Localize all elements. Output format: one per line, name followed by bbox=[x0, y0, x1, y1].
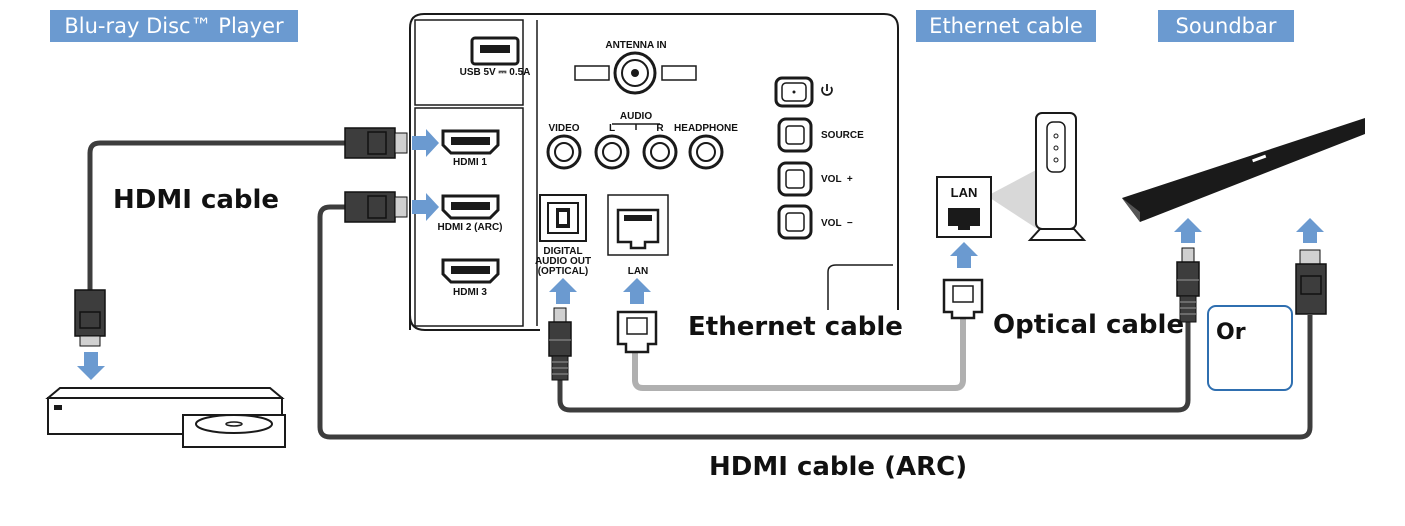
arrow-up-icon bbox=[950, 242, 978, 268]
router-lan-label: LAN bbox=[951, 185, 978, 200]
hdmi2-label: HDMI 2 (ARC) bbox=[438, 222, 503, 233]
bluray-player-device bbox=[45, 387, 286, 448]
arrow-up-icon bbox=[549, 278, 577, 304]
video-jack bbox=[546, 134, 582, 170]
digital-audio-out-label-2: AUDIO OUT bbox=[535, 256, 591, 267]
power-icon bbox=[821, 84, 833, 96]
antenna-in-label: ANTENNA IN bbox=[605, 40, 666, 51]
arrow-up-icon bbox=[1296, 218, 1324, 243]
vol-minus-label: VOL − bbox=[821, 218, 853, 229]
hdmi3-port bbox=[441, 258, 500, 284]
hdmi-plug-1 bbox=[344, 127, 408, 159]
audio-r-jack bbox=[642, 134, 678, 170]
optical-cable-label: Optical cable bbox=[993, 310, 1185, 340]
usb-label: USB 5V ⎓ 0.5A bbox=[460, 67, 531, 78]
power-button bbox=[774, 76, 814, 108]
tv-back-panel bbox=[409, 13, 899, 331]
source-button bbox=[777, 117, 813, 153]
arrow-down-icon bbox=[77, 352, 105, 380]
digital-audio-out-label-1: DIGITAL bbox=[543, 246, 582, 257]
digital-audio-out-label-3: (OPTICAL) bbox=[538, 266, 589, 277]
hdmi-plug-soundbar bbox=[1295, 249, 1327, 315]
ethernet-cable-label: Ethernet cable bbox=[688, 312, 903, 342]
hdmi2-port bbox=[441, 194, 500, 220]
optical-port bbox=[539, 194, 587, 242]
optical-plug-tv bbox=[548, 307, 572, 381]
tv-lan-label: LAN bbox=[628, 266, 649, 277]
tv-lan-port bbox=[607, 194, 669, 256]
optical-plug-soundbar bbox=[1176, 247, 1200, 323]
or-label: Or bbox=[1216, 320, 1246, 345]
arrow-up-icon bbox=[1174, 218, 1202, 243]
hdmi1-label: HDMI 1 bbox=[453, 157, 487, 168]
arrow-right-icon bbox=[412, 129, 439, 157]
headphone-label: HEADPHONE bbox=[674, 123, 738, 134]
hdmi-cable-arc bbox=[317, 204, 1313, 440]
hdmi-plug-bluray bbox=[74, 289, 106, 347]
arrows bbox=[77, 129, 1324, 380]
hdmi1-port bbox=[441, 129, 500, 155]
usb-port bbox=[470, 36, 520, 66]
bluray-player-tag: Blu-ray Disc™ Player bbox=[50, 10, 298, 42]
vol-plus-button bbox=[777, 161, 813, 197]
ethernet-plug-router bbox=[942, 278, 984, 320]
audio-l-jack bbox=[594, 134, 630, 170]
hdmi-plug-2 bbox=[344, 191, 408, 223]
vol-minus-button bbox=[777, 204, 813, 240]
source-label: SOURCE bbox=[821, 130, 864, 141]
hdmi-cable-label: HDMI cable bbox=[113, 185, 280, 215]
soundbar-tag: Soundbar bbox=[1158, 10, 1294, 42]
headphone-jack bbox=[688, 134, 724, 170]
router-device bbox=[936, 112, 1087, 241]
arrow-up-icon bbox=[623, 278, 651, 304]
hdmi-cable-bluray bbox=[87, 140, 345, 290]
ethernet-cable-line bbox=[632, 315, 966, 391]
or-box bbox=[1207, 305, 1293, 391]
soundbar-device bbox=[1122, 118, 1365, 222]
vol-plus-label: VOL + bbox=[821, 174, 853, 185]
hdmi3-label: HDMI 3 bbox=[453, 287, 487, 298]
hdmi-cable-arc-label: HDMI cable (ARC) bbox=[709, 452, 968, 482]
antenna-jack bbox=[574, 51, 697, 95]
arrow-right-icon bbox=[412, 193, 439, 221]
audio-label: AUDIO bbox=[620, 111, 652, 122]
ethernet-cable-tag: Ethernet cable bbox=[916, 10, 1096, 42]
audio-r-label: R bbox=[656, 123, 664, 134]
video-label: VIDEO bbox=[548, 123, 579, 134]
ethernet-plug-tv bbox=[616, 310, 658, 354]
audio-l-label: L bbox=[609, 123, 615, 134]
optical-cable bbox=[557, 322, 1191, 413]
